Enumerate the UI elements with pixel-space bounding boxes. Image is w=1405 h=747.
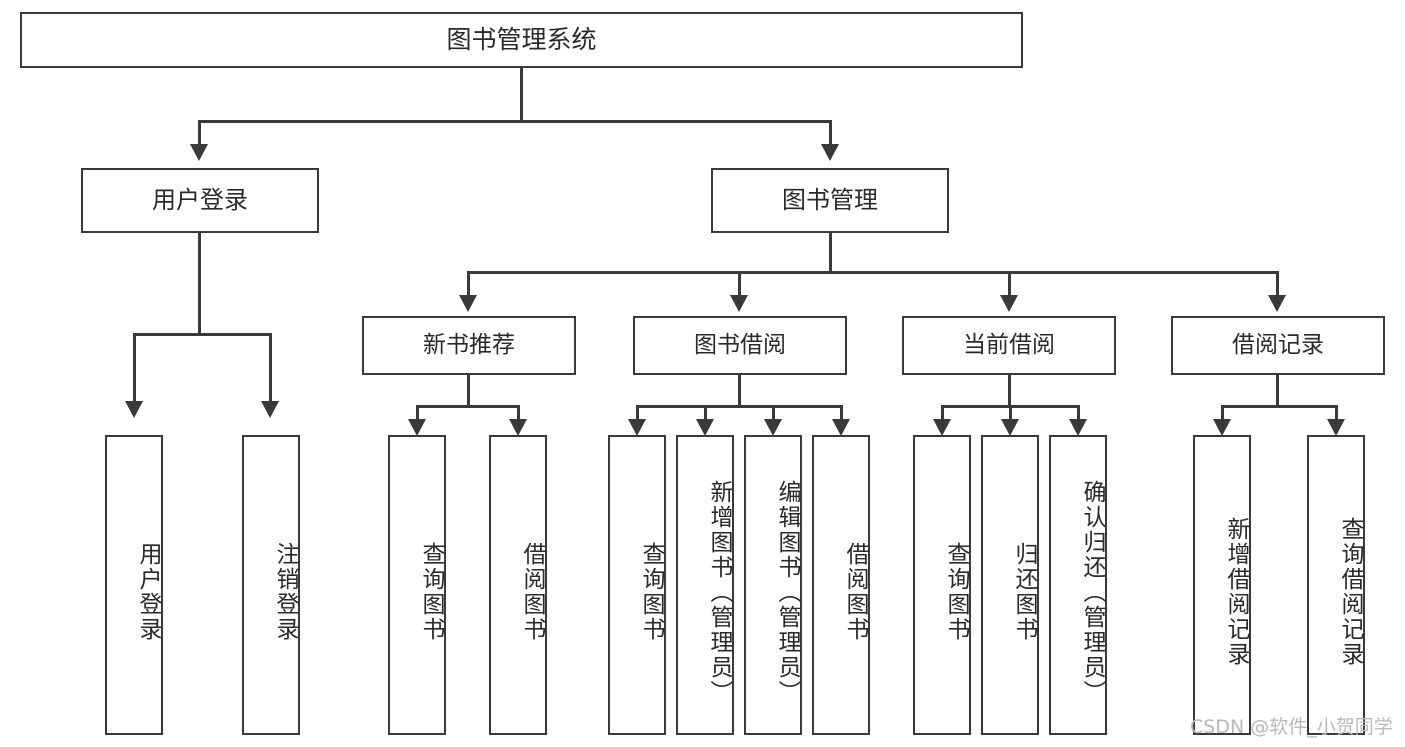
- leaf-user-login[interactable]: 用户登录: [105, 435, 163, 735]
- connector-new-book-c2: [517, 405, 520, 421]
- leaf-edit-book-admin[interactable]: 编辑图书（管理员）: [744, 435, 802, 735]
- arrowhead-leaf-query-book-3: [933, 419, 951, 436]
- connector-borrow-record-stem: [1276, 375, 1279, 408]
- leaf-label: 查询借阅记录: [1337, 517, 1363, 667]
- connector-new-book-c1: [416, 405, 419, 421]
- leaf-label: 查询图书: [418, 542, 444, 642]
- node-label: 当前借阅: [963, 331, 1055, 358]
- leaf-label: 查询图书: [638, 542, 664, 642]
- leaf-borrow-book[interactable]: 借阅图书: [812, 435, 870, 735]
- node-user-login[interactable]: 用户登录: [81, 168, 319, 233]
- leaf-label: 归还图书: [1011, 542, 1037, 642]
- node-root-system[interactable]: 图书管理系统: [20, 12, 1023, 68]
- connector-root-stem: [520, 68, 523, 120]
- connector-current-borrow-c1: [941, 405, 944, 421]
- node-borrow-record[interactable]: 借阅记录: [1171, 316, 1385, 375]
- connector-borrow-record-c1: [1221, 405, 1224, 421]
- leaf-borrow-book-recommend[interactable]: 借阅图书: [489, 435, 547, 735]
- leaf-label: 用户登录: [135, 542, 161, 642]
- node-current-borrow[interactable]: 当前借阅: [902, 316, 1116, 375]
- connector-book-mgmt-bus: [467, 271, 1279, 274]
- connector-borrow-record-c2: [1335, 405, 1338, 421]
- leaf-query-book-borrow[interactable]: 查询图书: [608, 435, 666, 735]
- leaf-label: 查询图书: [943, 542, 969, 642]
- arrowhead-leaf-add-book: [696, 419, 714, 436]
- arrowhead-root-to-book-mgmt: [821, 144, 839, 161]
- arrowhead-leaf-add-record: [1213, 419, 1231, 436]
- leaf-label: 新增图书（管理员）: [706, 479, 732, 705]
- leaf-label: 借阅图书: [519, 542, 545, 642]
- arrowhead-leaf-edit-book: [764, 419, 782, 436]
- connector-root-bus: [198, 120, 832, 123]
- connector-current-borrow-stem: [1008, 375, 1011, 408]
- connector-book-borrow-c4: [840, 405, 843, 421]
- node-label: 图书借阅: [694, 331, 786, 358]
- connector-book-borrow-c1: [636, 405, 639, 421]
- node-label: 借阅记录: [1232, 331, 1324, 358]
- connector-book-borrow-c3: [772, 405, 775, 421]
- connector-current-borrow-c3: [1077, 405, 1080, 421]
- connector-book-borrow-bus: [636, 405, 843, 408]
- node-book-management[interactable]: 图书管理: [711, 168, 949, 233]
- arrowhead-leaf-query-book-2: [628, 419, 646, 436]
- connector-current-borrow-c2: [1009, 405, 1012, 421]
- arrowhead-leaf-return-book: [1001, 419, 1019, 436]
- arrowhead-to-new-book: [459, 295, 477, 312]
- arrowhead-to-current-borrow: [1000, 295, 1018, 312]
- leaf-label: 编辑图书（管理员）: [774, 479, 800, 705]
- connector-borrow-record-bus: [1221, 405, 1338, 408]
- leaf-logout[interactable]: 注销登录: [242, 435, 300, 735]
- node-label: 新书推荐: [423, 331, 515, 358]
- node-label: 用户登录: [152, 186, 248, 215]
- leaf-label: 确认归还（管理员）: [1079, 479, 1105, 705]
- connector-to-current-borrow: [1008, 271, 1011, 297]
- connector-to-book-borrow: [738, 271, 741, 297]
- arrowhead-to-book-borrow: [730, 295, 748, 312]
- arrowhead-leaf-query-record: [1327, 419, 1345, 436]
- leaf-query-book-recommend[interactable]: 查询图书: [388, 435, 446, 735]
- connector-user-login-bus: [133, 333, 269, 336]
- arrowhead-leaf-user-login: [125, 401, 143, 418]
- node-label: 图书管理: [782, 186, 878, 215]
- connector-user-login-right: [269, 333, 272, 403]
- arrowhead-leaf-confirm-return: [1069, 419, 1087, 436]
- connector-to-new-book: [467, 271, 470, 297]
- leaf-add-book-admin[interactable]: 新增图书（管理员）: [676, 435, 734, 735]
- leaf-return-book[interactable]: 归还图书: [981, 435, 1039, 735]
- arrowhead-leaf-borrow-book-2: [832, 419, 850, 436]
- node-label: 图书管理系统: [446, 25, 597, 55]
- connector-new-book-bus: [416, 405, 520, 408]
- connector-book-mgmt-stem: [829, 233, 832, 273]
- leaf-query-borrow-record[interactable]: 查询借阅记录: [1307, 435, 1365, 735]
- arrowhead-to-borrow-record: [1268, 295, 1286, 312]
- arrowhead-leaf-borrow-book-1: [509, 419, 527, 436]
- connector-root-to-book-mgmt: [829, 120, 832, 146]
- leaf-label: 注销登录: [272, 542, 298, 642]
- leaf-query-book-current[interactable]: 查询图书: [913, 435, 971, 735]
- arrowhead-leaf-query-book-1: [408, 419, 426, 436]
- connector-user-login-left: [133, 333, 136, 403]
- connector-book-borrow-stem: [738, 375, 741, 408]
- arrowhead-leaf-logout: [261, 401, 279, 418]
- leaf-label: 借阅图书: [842, 542, 868, 642]
- leaf-label: 新增借阅记录: [1223, 517, 1249, 667]
- arrowhead-root-to-user-login: [190, 144, 208, 161]
- connector-user-login-stem: [198, 233, 201, 335]
- leaf-add-borrow-record[interactable]: 新增借阅记录: [1193, 435, 1251, 735]
- connector-new-book-stem: [467, 375, 470, 408]
- node-new-book-recommend[interactable]: 新书推荐: [362, 316, 576, 375]
- leaf-confirm-return-admin[interactable]: 确认归还（管理员）: [1049, 435, 1107, 735]
- node-book-borrow[interactable]: 图书借阅: [633, 316, 847, 375]
- connector-to-borrow-record: [1276, 271, 1279, 297]
- connector-book-borrow-c2: [704, 405, 707, 421]
- connector-root-to-user-login: [198, 120, 201, 146]
